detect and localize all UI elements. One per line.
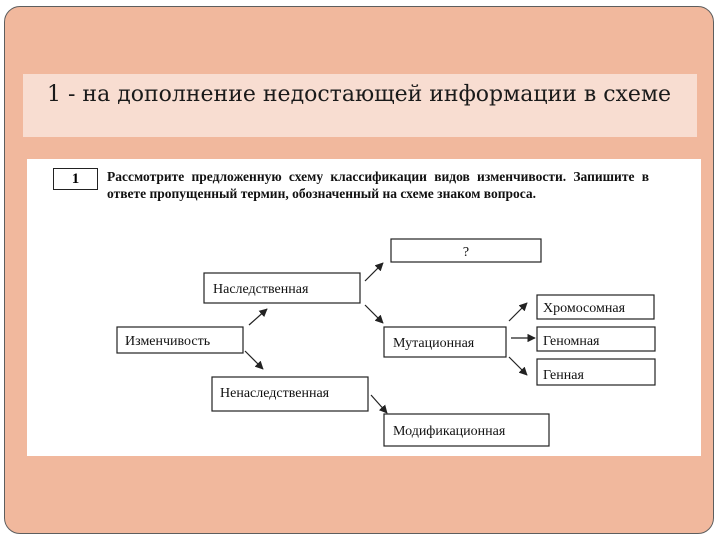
node-non-hereditary-label: Ненаследственная [220, 386, 330, 401]
node-modification-label: Модификационная [393, 424, 506, 439]
node-gene: Генная [536, 358, 656, 386]
node-variability: Изменчивость [116, 326, 244, 354]
title-bar: 1 - на дополнение недостающей информации… [23, 74, 697, 137]
arrow-mutational-to-gene [508, 356, 528, 376]
slide: 1 - на дополнение недостающей информации… [4, 6, 714, 534]
slide-title: 1 - на дополнение недостающей информации… [47, 82, 672, 107]
node-modification: Модификационная [383, 413, 550, 447]
node-chromosomal-label: Хромосомная [543, 301, 626, 316]
node-genomic-label: Геномная [543, 334, 600, 349]
task-number: 1 [53, 168, 98, 190]
node-non-hereditary: Ненаследственная [211, 376, 369, 412]
arrow-mutational-to-chromosomal [508, 302, 528, 322]
classification-diagram: ? Наследственная Изменчивость Ненаследст… [116, 238, 656, 447]
node-hereditary-label: Наследственная [213, 282, 309, 297]
node-genomic: Геномная [536, 326, 656, 352]
arrow-non-hereditary-to-modification [370, 394, 388, 414]
arrow-variability-to-hereditary [248, 308, 268, 326]
arrow-variability-to-non-hereditary [244, 350, 264, 370]
node-mutational-label: Мутационная [393, 336, 475, 351]
task-panel: 1 Рассмотрите предложенную схему классиф… [27, 159, 701, 456]
task-text: Рассмотрите предложенную схему классифик… [107, 169, 649, 201]
arrow-hereditary-to-mutational [364, 304, 384, 324]
node-variability-label: Изменчивость [125, 334, 210, 349]
node-question: ? [390, 238, 542, 263]
node-question-label: ? [463, 245, 469, 260]
node-mutational: Мутационная [383, 326, 507, 358]
arrow-hereditary-to-question [364, 262, 384, 282]
node-hereditary: Наследственная [203, 272, 361, 304]
node-chromosomal: Хромосомная [536, 294, 655, 320]
node-gene-label: Генная [543, 368, 584, 383]
